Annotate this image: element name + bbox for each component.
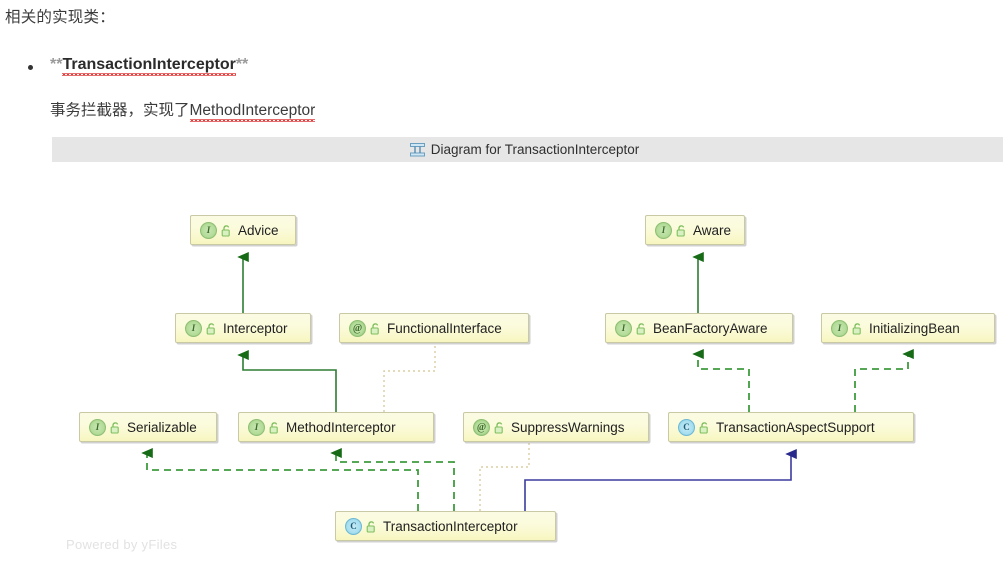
unlock-visibility-icon xyxy=(269,421,278,434)
interface-icon: I xyxy=(615,319,632,337)
edge-tinterceptor-extends-transaction-aspect-support xyxy=(524,454,791,511)
unlock-visibility-icon xyxy=(494,421,503,434)
markdown-asterisks-open: ** xyxy=(50,56,63,73)
unlock-visibility-icon xyxy=(221,224,230,237)
interface-icon: I xyxy=(655,221,672,239)
uml-node-label: Aware xyxy=(693,222,732,238)
uml-node-label: Interceptor xyxy=(223,320,288,336)
edge-tinterceptor-annotated-suppress-warnings xyxy=(479,443,530,511)
description-line: 事务拦截器，实现了MethodInterceptor xyxy=(50,98,315,120)
unlock-visibility-icon xyxy=(366,520,375,533)
diagram-edge-layer xyxy=(52,162,1003,511)
description-term-method-interceptor: MethodInterceptor xyxy=(189,102,316,119)
edge-method-interceptor-extends-interceptor xyxy=(243,355,337,412)
uml-node-label: Serializable xyxy=(127,419,197,435)
bullet-text: **TransactionInterceptor** xyxy=(50,56,248,74)
unlock-visibility-icon xyxy=(110,421,119,434)
yfiles-watermark: Powered by yFiles xyxy=(66,537,178,552)
uml-node-label: TransactionAspectSupport xyxy=(716,419,875,435)
unlock-visibility-icon xyxy=(676,224,685,237)
diagram-title: Diagram for TransactionInterceptor xyxy=(430,142,640,157)
edge-taspect-implements-bean-factory-aware xyxy=(698,354,750,412)
uml-node-label: MethodInterceptor xyxy=(286,419,396,435)
uml-node-label: BeanFactoryAware xyxy=(653,320,768,336)
annotation-icon: @ xyxy=(349,319,366,337)
uml-diagram-panel: Diagram for TransactionInterceptor xyxy=(52,137,1003,577)
uml-node-interceptor[interactable]: I Interceptor xyxy=(175,313,311,343)
edge-tinterceptor-implements-method-interceptor xyxy=(336,453,455,511)
uml-node-label: InitializingBean xyxy=(869,320,960,336)
uml-node-serializable[interactable]: I Serializable xyxy=(79,412,217,442)
uml-node-method-interceptor[interactable]: I MethodInterceptor xyxy=(238,412,434,442)
bullet-term-transaction-interceptor: TransactionInterceptor xyxy=(62,56,236,73)
bullet-marker xyxy=(28,65,33,70)
interface-icon: I xyxy=(248,418,265,436)
uml-node-label: Advice xyxy=(238,222,279,238)
markdown-asterisks-close: ** xyxy=(235,56,249,73)
unlock-visibility-icon xyxy=(370,322,379,335)
interface-icon: I xyxy=(200,221,217,239)
edge-taspect-implements-initializing-bean xyxy=(854,354,908,412)
uml-node-aware[interactable]: I Aware xyxy=(645,215,745,245)
unlock-visibility-icon xyxy=(206,322,215,335)
uml-node-functional-interface[interactable]: @ FunctionalInterface xyxy=(339,313,529,343)
unlock-visibility-icon xyxy=(852,322,861,335)
uml-node-initializing-bean[interactable]: I InitializingBean xyxy=(821,313,995,343)
interface-icon: I xyxy=(89,418,106,436)
interface-icon: I xyxy=(185,319,202,337)
intro-paragraph: 相关的实现类： xyxy=(5,9,115,26)
edge-method-interceptor-annotated-functional-interface xyxy=(383,343,436,412)
uml-node-transaction-aspect-support[interactable]: C TransactionAspectSupport xyxy=(668,412,914,442)
uml-node-suppress-warnings[interactable]: @ SuppressWarnings xyxy=(463,412,649,442)
diagram-header-bar: Diagram for TransactionInterceptor xyxy=(52,137,1003,163)
unlock-visibility-icon xyxy=(636,322,645,335)
uml-node-label: FunctionalInterface xyxy=(387,320,502,336)
uml-node-label: TransactionInterceptor xyxy=(383,518,518,534)
uml-node-transaction-interceptor[interactable]: C TransactionInterceptor xyxy=(335,511,556,541)
interface-icon: I xyxy=(831,319,848,337)
class-icon: C xyxy=(678,418,695,436)
description-prefix: 事务拦截器，实现了 xyxy=(50,102,190,119)
unlock-visibility-icon xyxy=(699,421,708,434)
uml-node-label: SuppressWarnings xyxy=(511,419,625,435)
class-icon: C xyxy=(345,517,362,535)
uml-node-advice[interactable]: I Advice xyxy=(190,215,296,245)
class-hierarchy-diagram-icon xyxy=(409,142,425,156)
annotation-icon: @ xyxy=(473,418,490,436)
uml-node-bean-factory-aware[interactable]: I BeanFactoryAware xyxy=(605,313,793,343)
